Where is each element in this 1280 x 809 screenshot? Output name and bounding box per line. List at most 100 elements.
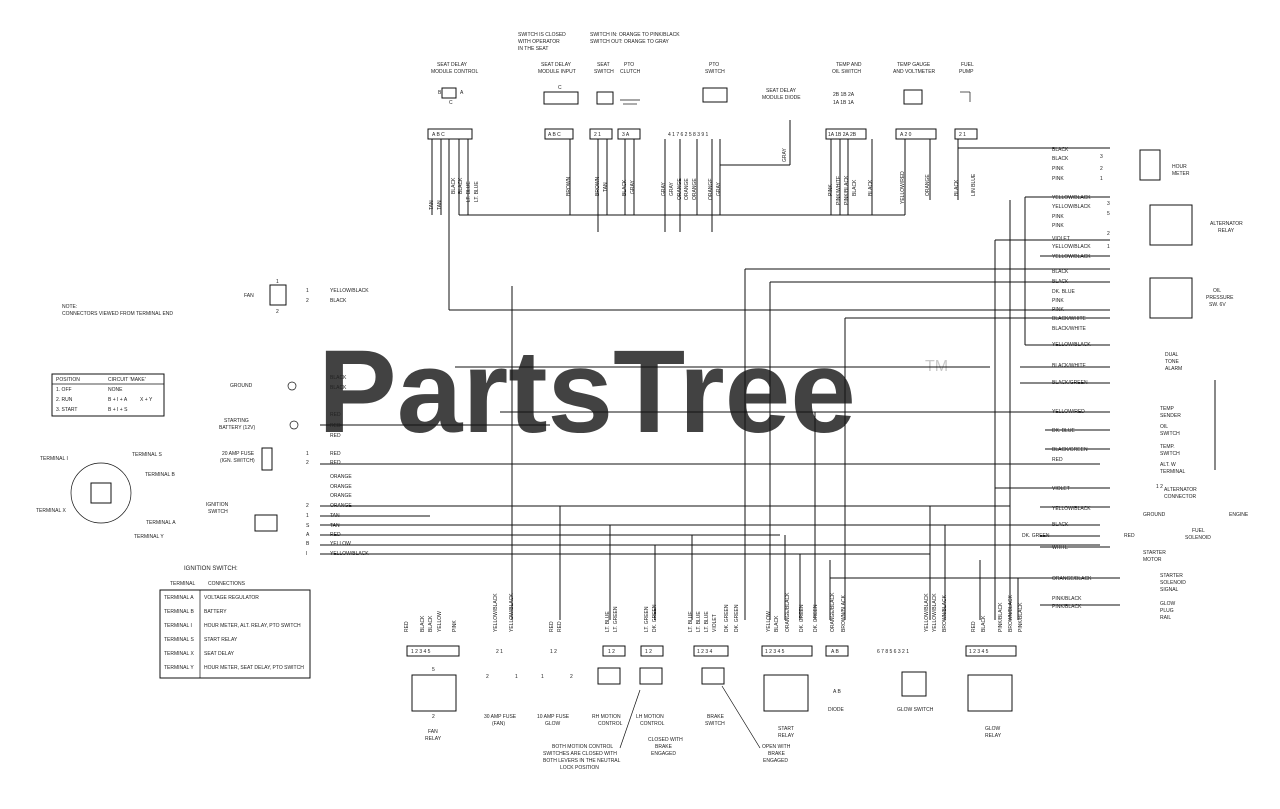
bottom-diode-wires: ORANGE/BLACK BROWN/BLACK: [830, 592, 847, 632]
svg-text:DUAL: DUAL: [1165, 352, 1179, 358]
diode-wire-label: GRAY: [782, 148, 788, 162]
rh-motion-control: RH MOTION CONTROL: [592, 667, 623, 727]
svg-text:RELAY: RELAY: [778, 733, 795, 739]
svg-text:C: C: [558, 85, 562, 91]
svg-text:LH MOTION: LH MOTION: [636, 714, 664, 720]
svg-text:ALTERNATOR: ALTERNATOR: [1210, 221, 1243, 227]
svg-text:VIOLET: VIOLET: [1052, 236, 1070, 242]
svg-text:SEAT: SEAT: [597, 62, 610, 68]
svg-text:CONNECTORS VIEWED FROM TERMINA: CONNECTORS VIEWED FROM TERMINAL END: [62, 311, 173, 317]
svg-text:A: A: [460, 90, 464, 96]
svg-text:RELAY: RELAY: [1218, 228, 1235, 234]
svg-text:ORANGE/BLACK: ORANGE/BLACK: [1052, 576, 1092, 582]
svg-text:2 1: 2 1: [959, 132, 966, 138]
svg-text:MODULE INPUT: MODULE INPUT: [538, 69, 576, 75]
svg-text:1 2 3 4: 1 2 3 4: [697, 649, 713, 655]
svg-text:RED: RED: [330, 433, 341, 439]
svg-text:PINK/BLACK: PINK/BLACK: [998, 602, 1004, 632]
temp-wires: YELLOW/RED DK. BLUE BLACK/GREEN RED: [1052, 409, 1088, 463]
svg-text:PINK/BLACK: PINK/BLACK: [844, 175, 850, 205]
seat-switch-note: SWITCH IS CLOSED WITH OPERATOR IN THE SE…: [518, 32, 566, 52]
svg-text:BLACK: BLACK: [1052, 269, 1069, 275]
svg-text:BLACK: BLACK: [1052, 279, 1069, 285]
svg-text:ORANGE/BLACK: ORANGE/BLACK: [830, 592, 836, 632]
bottom-glowrelay-wires: RED BLACK PINK/BLACK BROWN/BLACK PINK/BL…: [971, 594, 1024, 632]
svg-text:GRAY: GRAY: [669, 182, 675, 196]
svg-text:RED: RED: [549, 621, 555, 632]
svg-text:BLACK: BLACK: [420, 615, 426, 632]
volt-wire-label-2: ORANGE: [925, 174, 931, 196]
seat-delay-module-input: SEAT DELAY MODULE INPUT C: [538, 62, 579, 105]
svg-text:RED: RED: [330, 532, 341, 538]
svg-text:RED: RED: [1124, 533, 1135, 539]
seat-switch: SEAT SWITCH: [594, 62, 614, 105]
svg-text:STARTER: STARTER: [1160, 573, 1183, 579]
hour-meter-wires: BLACK BLACK PINK PINK 321: [1052, 147, 1103, 182]
svg-text:BLACK: BLACK: [852, 179, 858, 196]
connector-volt: [895, 128, 937, 140]
svg-text:RED: RED: [330, 451, 341, 457]
svg-text:GROUND: GROUND: [230, 383, 253, 389]
svg-text:NONE: NONE: [108, 387, 123, 393]
svg-text:B: B: [306, 541, 310, 547]
svg-text:A 2 0: A 2 0: [900, 132, 912, 138]
seat-delay-module-diode: SEAT DELAY MODULE DIODE: [762, 88, 801, 101]
svg-text:ORANGE: ORANGE: [330, 503, 352, 509]
svg-text:OIL SWITCH: OIL SWITCH: [832, 69, 861, 75]
svg-text:TEMP.: TEMP.: [1160, 444, 1175, 450]
svg-text:6 7 8 5 6 3 2 1: 6 7 8 5 6 3 2 1: [877, 649, 909, 655]
svg-text:TEMP: TEMP: [1160, 406, 1175, 412]
svg-text:SWITCH IN: ORANGE TO PINK/BLAC: SWITCH IN: ORANGE TO PINK/BLACK: [590, 32, 680, 38]
svg-text:SWITCH: SWITCH: [705, 69, 725, 75]
svg-text:CLUTCH: CLUTCH: [620, 69, 641, 75]
svg-text:YELLOW/BLACK: YELLOW/BLACK: [1052, 204, 1091, 210]
svg-text:CONTROL: CONTROL: [598, 721, 623, 727]
svg-text:1A 1B 1A: 1A 1B 1A: [833, 100, 855, 106]
bottom-rh-wires: LT. BLUE LT. GREEN: [605, 606, 619, 632]
svg-text:1 2: 1 2: [550, 649, 557, 655]
svg-text:DK. GREEN: DK. GREEN: [734, 604, 740, 632]
svg-text:ORANGE: ORANGE: [708, 178, 714, 200]
bottom-brake-wires: LT. BLUE LT. BLUE LT. BLUE VIOLET DK. GR…: [688, 604, 740, 632]
svg-text:DK. GREEN: DK. GREEN: [799, 604, 805, 632]
svg-text:CONNECTOR: CONNECTOR: [1164, 494, 1197, 500]
svg-text:ORANGE: ORANGE: [330, 493, 352, 499]
svg-text:SWITCH: SWITCH: [705, 721, 725, 727]
svg-text:SEAT DELAY: SEAT DELAY: [204, 651, 235, 657]
svg-text:2: 2: [432, 714, 435, 720]
svg-text:2 1: 2 1: [594, 132, 601, 138]
connector-abc: [427, 128, 473, 140]
svg-text:PTO: PTO: [709, 62, 719, 68]
svg-text:HOUR METER, SEAT DELAY, PTO SW: HOUR METER, SEAT DELAY, PTO SWITCH: [204, 665, 304, 671]
pto-clutch: PTO CLUTCH: [620, 62, 641, 105]
svg-text:LT. BLUE: LT. BLUE: [696, 611, 702, 632]
svg-text:A: A: [306, 532, 310, 538]
svg-text:1 2 3 4 5: 1 2 3 4 5: [969, 649, 989, 655]
starting-battery: STARTING BATTERY (12V) RED RED RED: [219, 412, 341, 439]
bottom-lh-wires: LT. GREEN DK. GREEN: [644, 604, 658, 632]
svg-text:ALARM: ALARM: [1165, 366, 1182, 372]
svg-text:BLACK: BLACK: [1052, 156, 1069, 162]
svg-text:B: B: [438, 90, 442, 96]
svg-text:RED: RED: [330, 460, 341, 466]
svg-text:WITH OPERATOR: WITH OPERATOR: [518, 39, 560, 45]
alternator-relay: ALTERNATOR RELAY: [1149, 204, 1243, 246]
svg-text:GLOW: GLOW: [545, 721, 561, 727]
svg-text:YELLOW/BLACK: YELLOW/BLACK: [1052, 342, 1091, 348]
glow-switch: GLOW SWITCH: [897, 671, 934, 713]
svg-text:TERMINAL S: TERMINAL S: [132, 452, 162, 458]
pump-wire-label-1: BLACK: [954, 179, 960, 196]
svg-text:YELLOW: YELLOW: [766, 611, 772, 632]
svg-text:2: 2: [1107, 231, 1110, 237]
svg-text:SEAT DELAY: SEAT DELAY: [437, 62, 468, 68]
svg-text:LT. BLUE: LT. BLUE: [704, 611, 710, 632]
svg-text:OIL: OIL: [1160, 424, 1168, 430]
svg-text:10 AMP FUSE: 10 AMP FUSE: [537, 714, 570, 720]
svg-text:TEMP GAUGE: TEMP GAUGE: [897, 62, 931, 68]
svg-text:RED: RED: [404, 621, 410, 632]
svg-text:GRAY: GRAY: [716, 182, 722, 196]
svg-text:2: 2: [306, 298, 309, 304]
svg-text:1: 1: [1107, 244, 1110, 250]
position-table: POSITION CIRCUIT 'MAKE' 1. OFF NONE 2. R…: [51, 373, 165, 417]
bottom-pin-rows: 1 2 3 4 5 2 1 1 2 1 2 1 2 1 2 3 4 1 2 3 …: [406, 645, 1017, 657]
